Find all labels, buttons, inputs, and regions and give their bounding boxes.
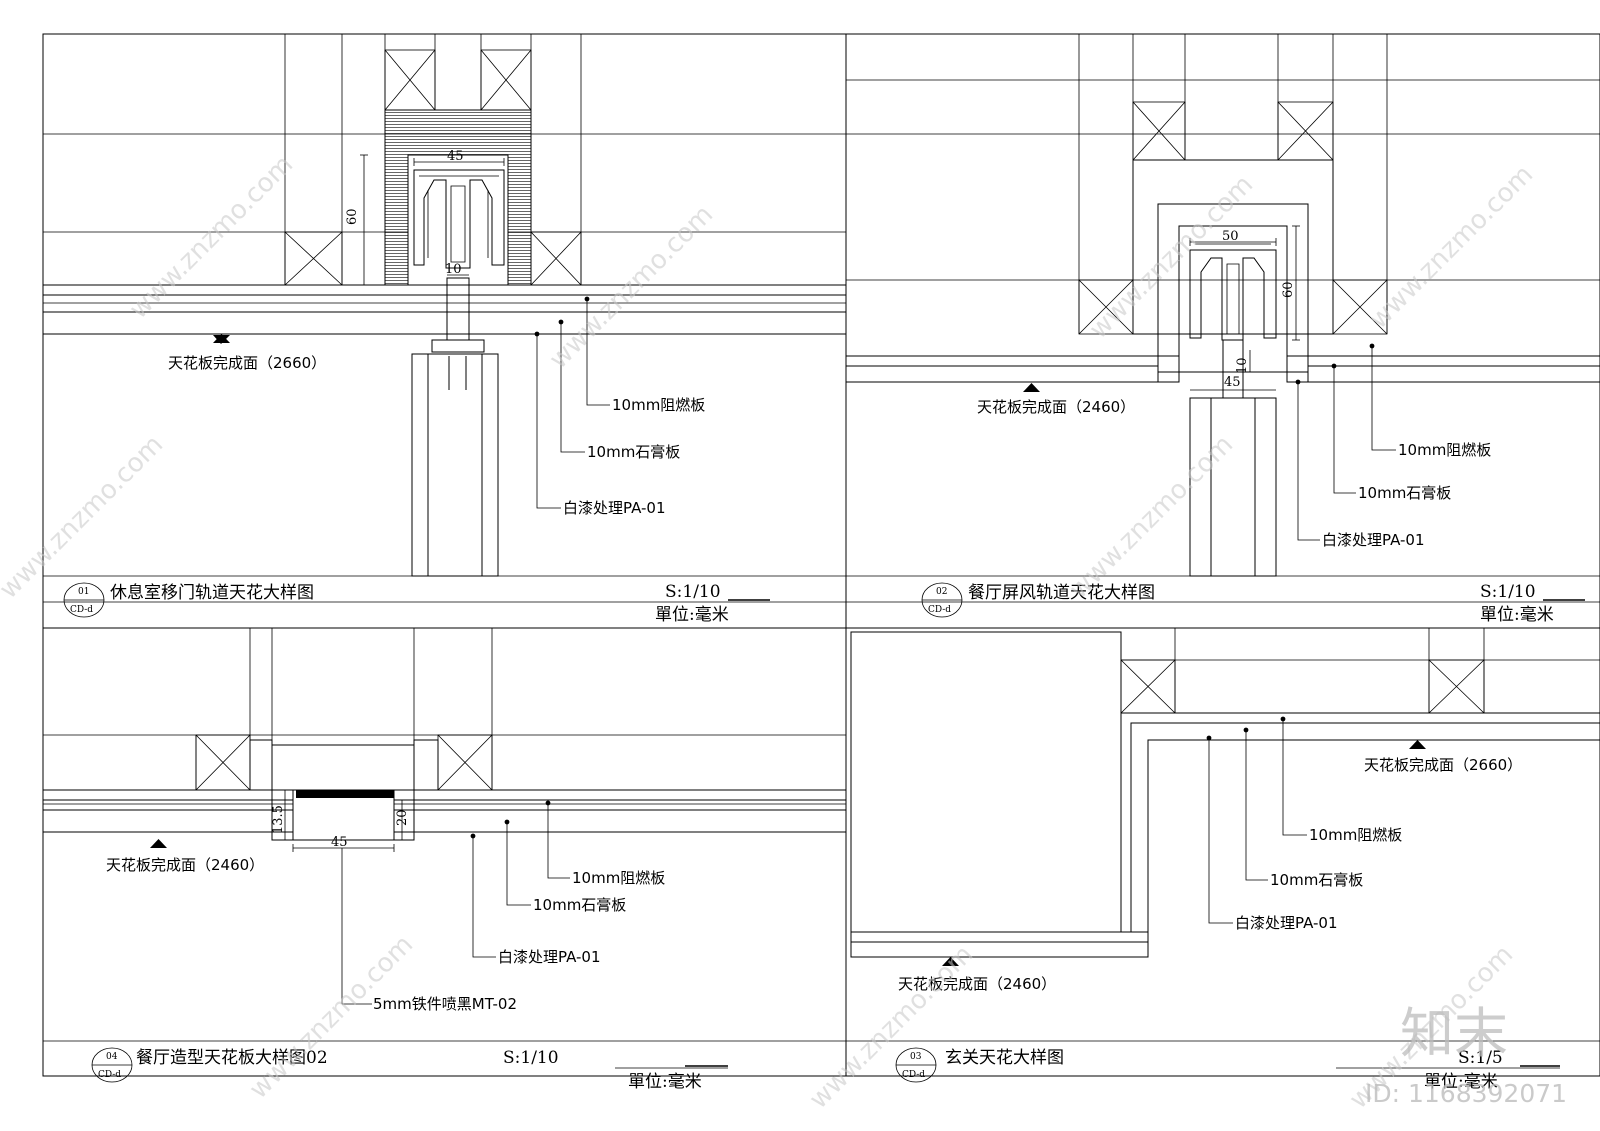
level-marker-icon [1409, 740, 1426, 749]
dim-13-5: 13.5 [271, 805, 286, 834]
callout-steel-bar: 5mm铁件喷黑MT-02 [373, 995, 517, 1013]
watermark-text: www.znzmo.com [1064, 430, 1239, 605]
drawing-tag-code: CD-d [902, 1070, 925, 1080]
callout-fire-board: 10mm阻燃板 [1398, 441, 1491, 459]
watermark-text: www.znzmo.com [0, 430, 169, 605]
watermark-brand: 知末 [1400, 1002, 1508, 1065]
drawing-scale: S:1/10 [665, 582, 721, 602]
detail-panel-01: 45 60 10 天花板完成面（2660） 10mm阻燃板 10mm石膏板 白漆… [42, 34, 847, 625]
callout-fire-board: 10mm阻燃板 [612, 396, 705, 414]
ceiling-level-label: 天花板完成面（2460） [106, 856, 264, 874]
drawing-title: 玄关天花大样图 [945, 1048, 1064, 1068]
callout-fire-board: 10mm阻燃板 [572, 869, 665, 887]
dim-bolt-10: 10 [445, 262, 462, 277]
drawing-unit: 單位:毫米 [628, 1072, 702, 1092]
dim-20: 20 [395, 809, 410, 826]
watermark-text: www.znzmo.com [1084, 170, 1259, 345]
watermark-text: www.znzmo.com [1364, 160, 1539, 335]
detail-panel-03: 天花板完成面（2660） 天花板完成面（2460） 10mm阻燃板 10mm石膏… [846, 628, 1600, 1092]
dim-panel-45: 45 [1224, 375, 1241, 390]
sheet-frame [42, 33, 1600, 1077]
watermark-id: ID: 1168392071 [1365, 1079, 1567, 1108]
ceiling-level-label-bottom: 天花板完成面（2460） [898, 975, 1056, 993]
level-marker-icon [150, 839, 167, 848]
callout-white-paint: 白漆处理PA-01 [1235, 914, 1338, 932]
dim-width-45: 45 [447, 149, 464, 164]
dim-gap-10: 10 [1235, 357, 1250, 374]
drawing-scale: S:1/10 [1480, 582, 1536, 602]
concrete-wall [850, 631, 1122, 933]
detail-panel-02: 50 60 10 45 天花板完成面（2460） 10mm阻燃板 10mm石膏板… [845, 34, 1600, 625]
drawing-tag-number: 03 [910, 1052, 922, 1062]
callout-gypsum-board: 10mm石膏板 [1358, 484, 1451, 502]
drawing-scale: S:1/5 [1458, 1048, 1503, 1068]
detail-panel-04: 45 13.5 20 天花板完成面（2460） 10mm阻燃板 10mm石膏板 … [42, 628, 847, 1092]
level-marker-icon [942, 957, 959, 966]
watermark-text: www.znzmo.com [804, 940, 979, 1115]
level-marker-icon [1023, 383, 1040, 392]
drawing-title: 餐厅造型天花板大样图02 [136, 1048, 328, 1068]
callout-gypsum-board: 10mm石膏板 [587, 443, 680, 461]
callout-gypsum-board: 10mm石膏板 [533, 896, 626, 914]
drawing-tag-code: CD-d [70, 605, 93, 615]
drawing-tag-number: 04 [106, 1052, 118, 1062]
drawing-tag-code: CD-d [98, 1070, 121, 1080]
drawing-unit: 單位:毫米 [655, 605, 729, 625]
drawing-tag-code: CD-d [928, 605, 951, 615]
callout-white-paint: 白漆处理PA-01 [498, 948, 601, 966]
dim-height-60: 60 [345, 208, 360, 225]
drawing-unit: 單位:毫米 [1424, 1072, 1498, 1092]
dim-width-50: 50 [1222, 229, 1239, 244]
steel-bar [296, 790, 394, 798]
callout-white-paint: 白漆处理PA-01 [563, 499, 666, 517]
level-marker-icon [213, 334, 230, 343]
callout-fire-board: 10mm阻燃板 [1309, 826, 1402, 844]
callout-white-paint: 白漆处理PA-01 [1322, 531, 1425, 549]
watermark-text: www.znzmo.com [124, 150, 299, 325]
ceiling-level-label-top: 天花板完成面（2660） [1364, 756, 1522, 774]
watermark-text: www.znzmo.com [544, 200, 719, 375]
drawing-scale: S:1/10 [503, 1048, 559, 1068]
dim-width-45: 45 [331, 835, 348, 850]
ceiling-level-label: 天花板完成面（2660） [168, 354, 326, 372]
drawing-title: 休息室移门轨道天花大样图 [110, 583, 314, 603]
ceiling-level-label: 天花板完成面（2460） [977, 398, 1135, 416]
drawing-tag-number: 02 [936, 587, 947, 597]
drawing-tag-number: 01 [78, 587, 89, 597]
callout-gypsum-board: 10mm石膏板 [1270, 871, 1363, 889]
watermark-layer: www.znzmo.com www.znzmo.com www.znzmo.co… [0, 150, 1567, 1115]
drawing-unit: 單位:毫米 [1480, 605, 1554, 625]
dim-height-60: 60 [1281, 281, 1296, 298]
watermark-text: www.znzmo.com [244, 930, 419, 1105]
drawing-title: 餐厅屏风轨道天花大样图 [968, 583, 1155, 603]
